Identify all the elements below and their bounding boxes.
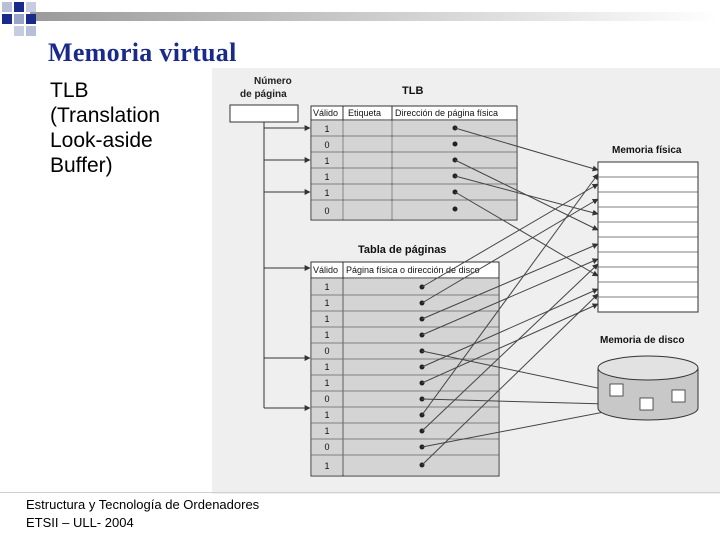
- tlb-label: TLB: [402, 85, 423, 97]
- physical-memory-label: Memoria física: [612, 145, 682, 156]
- page-table-valid-bit: 0: [324, 346, 329, 356]
- page-number-box: [229, 104, 299, 123]
- footer-line: ETSII – ULL- 2004: [26, 515, 134, 530]
- tlb-header-tag: Etiqueta: [348, 108, 381, 118]
- page-table-label: Tabla de páginas: [358, 244, 446, 256]
- corner-squares-decoration: [2, 2, 720, 36]
- subtitle-line: (Translation: [50, 104, 161, 127]
- slide-subtitle: TLB (Translation Look-aside Buffer): [50, 78, 200, 178]
- page-table-valid-bit: 0: [324, 442, 329, 452]
- disk-memory-label: Memoria de disco: [600, 335, 684, 346]
- page-table-header-valid: Válido: [313, 265, 338, 275]
- page-table-valid-bit: 1: [324, 426, 329, 436]
- page-number-label: de página: [240, 89, 287, 100]
- tlb-header-valid: Válido: [313, 108, 338, 118]
- page-table-valid-bit: 1: [324, 461, 329, 471]
- page-table-valid-bit: 1: [324, 362, 329, 372]
- subtitle-line: TLB: [50, 79, 89, 102]
- disk-memory-cylinder: [597, 355, 699, 421]
- page-table-valid-bit: 0: [324, 394, 329, 404]
- page-number-label: Número: [254, 76, 292, 87]
- tlb-header-physical-address: Dirección de página física: [395, 108, 498, 118]
- tlb-valid-bit: 0: [324, 140, 329, 150]
- page-table-valid-bit: 1: [324, 330, 329, 340]
- subtitle-line: Buffer): [50, 154, 113, 177]
- page-table-valid-bit: 1: [324, 410, 329, 420]
- footer-line: Estructura y Tecnología de Ordenadores: [26, 497, 260, 512]
- page-table-header-address: Página física o dirección de disco: [346, 265, 480, 275]
- subtitle-line: Look-aside: [50, 129, 153, 152]
- footer-divider: [0, 492, 720, 493]
- slide-title: Memoria virtual: [48, 38, 237, 67]
- tlb-valid-bit: 0: [324, 206, 329, 216]
- tlb-valid-bit: 1: [324, 156, 329, 166]
- tlb-valid-bit: 1: [324, 188, 329, 198]
- slide-footer: Estructura y Tecnología de Ordenadores E…: [26, 496, 259, 532]
- page-table-valid-bit: 1: [324, 378, 329, 388]
- page-table-valid-bit: 1: [324, 298, 329, 308]
- tlb-diagram-figure: Número de página TLB Válido Etiqueta Dir…: [212, 68, 720, 494]
- tlb-diagram: Número de página TLB Válido Etiqueta Dir…: [229, 76, 699, 477]
- page-table-valid-bit: 1: [324, 314, 329, 324]
- page-table-valid-bit: 1: [324, 282, 329, 292]
- tlb-valid-bit: 1: [324, 124, 329, 134]
- tlb-valid-bit: 1: [324, 172, 329, 182]
